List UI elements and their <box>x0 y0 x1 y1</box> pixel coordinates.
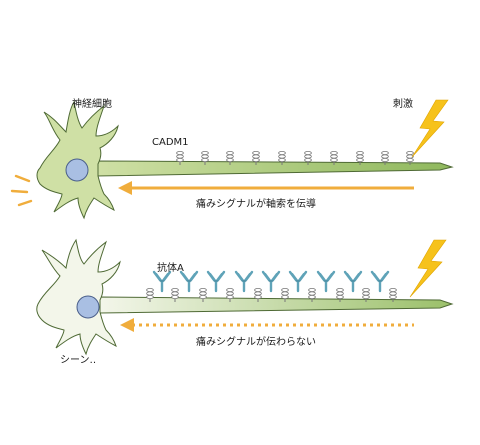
nucleus-top <box>65 158 89 182</box>
antibody-icon <box>370 270 390 293</box>
nucleus-bottom <box>76 295 100 319</box>
lightning-icon <box>409 239 447 298</box>
antibody-icon <box>343 270 363 293</box>
stimulus-label: 刺激 <box>393 99 413 110</box>
signal-arrow-top <box>118 181 414 195</box>
signal-arrow-bottom <box>120 318 414 332</box>
antibody-icon <box>288 270 308 293</box>
antibody-icon <box>316 270 336 293</box>
receptor-label: CADM1 <box>152 137 189 148</box>
axon-bottom <box>99 296 454 314</box>
axon-top <box>95 160 454 177</box>
antibody-icon <box>179 270 199 293</box>
neuron-body-bottom <box>36 238 121 356</box>
neuron-label: 神経細胞 <box>72 99 112 110</box>
lightning-icon <box>411 99 449 158</box>
antibody-icon <box>206 270 226 293</box>
antibodies <box>152 270 390 293</box>
antibody-icon <box>152 270 172 293</box>
signal-burst-icon <box>10 174 33 207</box>
antibody-icon <box>234 270 254 293</box>
arrow-caption-top: 痛みシグナルが軸索を伝導 <box>196 199 316 210</box>
arrow-caption-bottom: 痛みシグナルが伝わらない <box>196 337 316 348</box>
bottom-panel <box>36 238 454 356</box>
top-panel <box>10 99 454 220</box>
silence-label: シーン‥ <box>60 355 97 366</box>
antibody-label: 抗体A <box>157 263 184 274</box>
antibody-icon <box>261 270 281 293</box>
